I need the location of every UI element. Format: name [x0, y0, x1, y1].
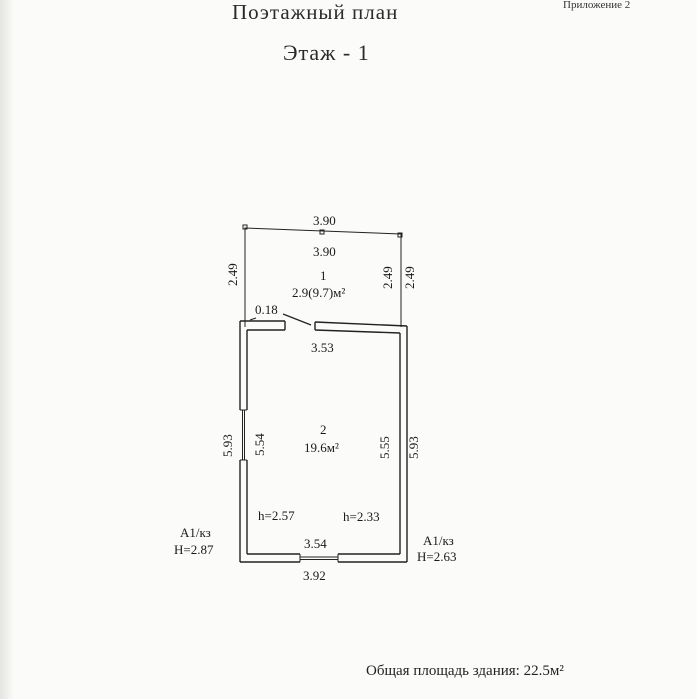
porch-corner-post-right [397, 232, 403, 238]
porch-corner-post-mid [319, 229, 325, 235]
right-corner-class: A1/кз [423, 533, 454, 548]
porch-corner-post-left [242, 224, 248, 230]
window-bottom [299, 554, 339, 562]
room-right-inner-length: 5.55 [377, 436, 392, 459]
room-height-right: h=2.33 [343, 509, 380, 524]
room-bottom-outer-width: 3.92 [303, 568, 326, 583]
right-corner-height: H=2.63 [417, 549, 456, 564]
porch-width-inner: 3.90 [313, 244, 336, 259]
door-leaf [282, 313, 312, 326]
left-corner-height: H=2.87 [174, 542, 214, 557]
room-walls [239, 320, 408, 563]
porch-room-area: 2.9(9.7)м² [292, 285, 345, 300]
porch-depth-inner: 2.49 [380, 266, 395, 289]
porch-outline [244, 227, 402, 327]
page-edge-shadow [0, 0, 14, 699]
room-right-outer-length: 5.93 [406, 436, 421, 459]
appendix-label: Приложение 2 [563, 0, 631, 11]
room-top-inner-width: 3.53 [311, 340, 334, 355]
total-building-area: Общая площадь здания: 22.5м² [366, 663, 564, 679]
left-corner-class: A1/кз [180, 525, 211, 540]
room-number: 2 [320, 422, 327, 437]
porch-width-outer: 3.90 [313, 213, 336, 228]
room-left-outer-length: 5.93 [220, 434, 235, 457]
door-offset-dimension: 0.18 [255, 302, 278, 317]
door-offset-mark [249, 317, 257, 321]
porch-room-number: 1 [320, 268, 327, 283]
window-left [240, 409, 247, 461]
floor-label: Этаж - 1 [283, 40, 370, 65]
room-left-inner-length: 5.54 [252, 433, 267, 456]
room-area: 19.6м² [304, 440, 339, 455]
room-height-left: h=2.57 [258, 508, 295, 523]
page-title: Поэтажный план [232, 0, 399, 24]
porch-depth-left: 2.49 [225, 263, 240, 286]
porch-depth-right: 2.49 [402, 266, 417, 289]
room-bottom-inner-width: 3.54 [304, 536, 327, 551]
